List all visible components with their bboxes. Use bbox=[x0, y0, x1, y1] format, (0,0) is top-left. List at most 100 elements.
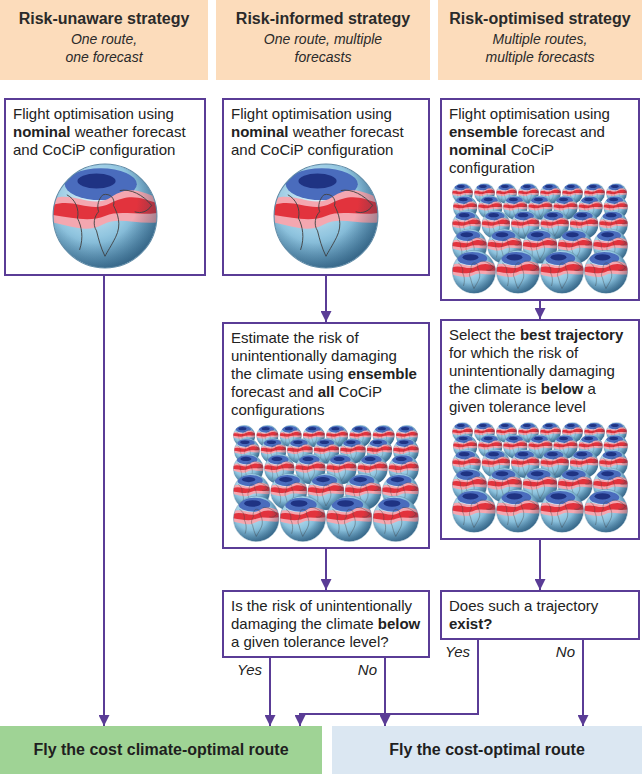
text-run: using bbox=[308, 365, 348, 382]
text-run: CoCiP bbox=[42, 141, 89, 158]
text-run: configuration bbox=[89, 141, 175, 158]
text-run: the bbox=[61, 741, 89, 758]
box-text: Fly the cost climate-optimal route bbox=[33, 740, 288, 759]
text-run: the bbox=[417, 741, 445, 758]
text-run: route bbox=[545, 741, 585, 758]
text-run: which bbox=[471, 344, 514, 361]
text-run: nominal bbox=[449, 141, 511, 158]
flow-arrow bbox=[269, 658, 271, 726]
box-text: Fly the cost-optimal route bbox=[389, 740, 585, 759]
header-subtitle: Multiple routes, multiple forecasts bbox=[478, 31, 603, 66]
text-run: unintentionally bbox=[316, 597, 412, 614]
text-run: a bbox=[524, 597, 537, 614]
text-run: Fly bbox=[33, 741, 61, 758]
header-subtitle: One route, one forecast bbox=[59, 31, 149, 66]
text-run: route, bbox=[294, 31, 334, 47]
text-run: forecast bbox=[132, 123, 185, 140]
text-run: using bbox=[138, 105, 174, 122]
ensemble-illustration bbox=[233, 423, 419, 542]
text-run: configurations bbox=[231, 401, 324, 418]
header-title: Risk-unaware strategy bbox=[19, 9, 190, 28]
text-run: Flight bbox=[231, 105, 272, 122]
text-run: forecast bbox=[350, 123, 403, 140]
text-run: optimisation bbox=[272, 105, 356, 122]
text-run: one bbox=[65, 49, 92, 65]
text-run: route bbox=[249, 741, 289, 758]
box-text: Flight optimisation using nominal weathe… bbox=[231, 105, 421, 159]
text-run: given bbox=[244, 633, 284, 650]
box-text: Is the risk of unintentionally damaging … bbox=[231, 597, 421, 651]
globe-ensemble bbox=[233, 425, 419, 541]
globe-illustration bbox=[273, 163, 379, 269]
text-run: multiple bbox=[334, 31, 382, 47]
text-run: Is bbox=[231, 597, 247, 614]
text-run: Risk-informed bbox=[236, 10, 348, 27]
process-box: Flight optimisation using nominal weathe… bbox=[4, 98, 206, 276]
text-run: Estimate bbox=[231, 329, 294, 346]
text-run: strategy bbox=[348, 10, 410, 27]
text-run: forecasts bbox=[538, 49, 595, 65]
text-run: and bbox=[580, 123, 605, 140]
text-run: damaging bbox=[331, 347, 397, 364]
globe bbox=[273, 164, 379, 268]
text-run: climate bbox=[474, 380, 526, 397]
text-run: Flight bbox=[449, 105, 490, 122]
text-run: climate-optimal bbox=[127, 741, 249, 758]
text-run: One bbox=[264, 31, 294, 47]
flow-arrow bbox=[103, 276, 105, 726]
text-run: and bbox=[13, 141, 42, 158]
globe bbox=[52, 164, 158, 268]
text-run: One bbox=[71, 31, 101, 47]
flow-arrow bbox=[582, 640, 584, 726]
text-run: the bbox=[495, 326, 520, 343]
outcome-box: Fly the cost climate-optimal route bbox=[0, 726, 322, 774]
flow-arrow bbox=[384, 658, 386, 726]
text-run: trajectory bbox=[537, 597, 599, 614]
text-run: risk bbox=[538, 344, 566, 361]
text-run: the bbox=[294, 329, 319, 346]
globe-ensemble bbox=[452, 183, 628, 293]
text-run: trajectory bbox=[555, 326, 623, 343]
text-run: a bbox=[587, 380, 595, 397]
globe-ensemble bbox=[452, 422, 628, 532]
text-run: cost-optimal bbox=[445, 741, 545, 758]
box-text: Does such a trajectory exist? bbox=[449, 597, 631, 633]
flow-arrow bbox=[325, 276, 327, 322]
text-run: exist? bbox=[449, 615, 492, 632]
box-text: Flight optimisation using nominal weathe… bbox=[13, 105, 197, 159]
process-box: Select the best trajectory for which the… bbox=[440, 319, 640, 540]
text-run: all bbox=[318, 383, 339, 400]
text-run: forecast bbox=[231, 383, 289, 400]
text-run: level bbox=[555, 398, 586, 415]
text-run: below bbox=[541, 380, 588, 397]
text-run: for bbox=[449, 344, 471, 361]
decision-box: Is the risk of unintentionally damaging … bbox=[222, 590, 430, 658]
text-run: such bbox=[488, 597, 524, 614]
text-run: the bbox=[301, 615, 326, 632]
text-run: Fly bbox=[389, 741, 417, 758]
text-run: Does bbox=[449, 597, 488, 614]
branch-label: Yes bbox=[443, 643, 472, 660]
flow-arrow bbox=[539, 540, 541, 590]
text-run: tolerance bbox=[284, 633, 350, 650]
text-run: Risk-unaware bbox=[19, 10, 127, 27]
text-run: the bbox=[247, 597, 272, 614]
header-subtitle: One route, multiple forecasts bbox=[261, 31, 386, 66]
text-run: Select bbox=[449, 326, 495, 343]
text-run: Risk-optimised bbox=[449, 10, 568, 27]
text-run: damaging bbox=[231, 615, 301, 632]
text-run: of bbox=[299, 597, 316, 614]
process-box: Estimate the risk of unintentionally dam… bbox=[222, 322, 430, 549]
box-text: Estimate the risk of unintentionally dam… bbox=[231, 329, 421, 419]
text-run: optimisation bbox=[490, 105, 574, 122]
text-run: Multiple bbox=[493, 31, 545, 47]
text-run: climate bbox=[256, 365, 308, 382]
strategy-header: Risk-optimised strategyMultiple routes, … bbox=[438, 0, 642, 80]
text-run: and bbox=[289, 383, 318, 400]
text-run: below bbox=[378, 615, 421, 632]
text-run: forecast bbox=[522, 123, 580, 140]
branch-label: No bbox=[356, 661, 379, 678]
text-run: optimisation bbox=[54, 105, 138, 122]
text-run: best bbox=[520, 326, 555, 343]
